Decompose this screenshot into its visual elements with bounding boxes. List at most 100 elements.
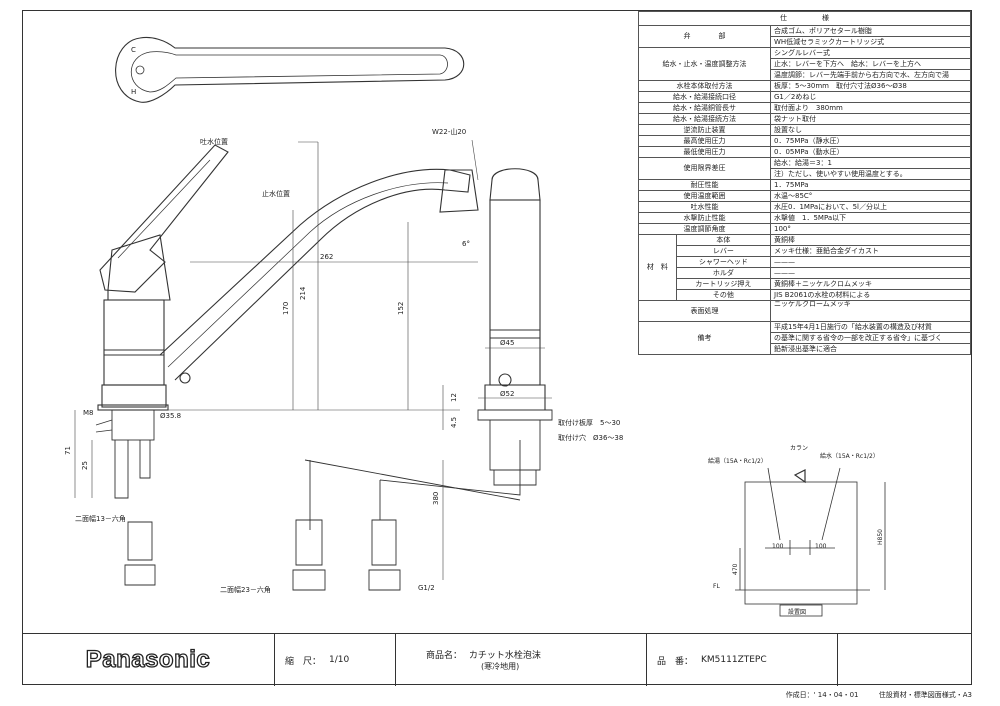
spec-row: 水栓本体取付方法板厚：5〜30mm 取付穴寸法Ø36〜Ø38 <box>638 80 971 92</box>
lever-c-label: C <box>131 46 136 54</box>
spec-label: 逆流防止装置 <box>638 124 771 136</box>
dim-6deg: 6° <box>462 240 470 248</box>
hole-label: 取付け穴 Ø36〜38 <box>558 433 623 442</box>
dim-h850: H850 <box>877 529 884 545</box>
dim-380: 380 <box>432 492 440 505</box>
material-part: レバー <box>675 245 772 257</box>
material-value: 黄銅棒 <box>770 234 971 246</box>
spec-label: 弁 部 <box>638 25 771 48</box>
product-cell: 商品名： カチット水栓泡沫 (寒冷地用) <box>396 634 647 686</box>
spec-header: 仕 様 <box>638 11 971 26</box>
dim-214: 214 <box>299 286 307 300</box>
surface-row: 表面処理ニッケルクロームメッキ <box>638 300 971 322</box>
spec-value: WH低減セラミックカートリッジ式 <box>770 36 971 48</box>
spec-row: 弁 部合成ゴム、ポリアセタール樹脂 <box>638 25 971 48</box>
product-name: カチット水栓泡沫 <box>468 651 541 661</box>
install-diagram: 給湯（15A・Rc1/2） 給水（15A・Rc1/2） カラン 100 100 … <box>708 445 886 617</box>
material-row: 材 料本体黄銅棒 <box>638 234 971 301</box>
material-value: JIS B2061の水栓の材料による <box>770 289 971 301</box>
supply-pipes <box>292 440 521 591</box>
logo-cell: Panasonic <box>22 634 275 686</box>
spec-value: 合成ゴム、ポリアセタール樹脂 <box>770 25 971 37</box>
spec-value: 温度調節：レバー先端手前から右方向で水、左方向で湯 <box>770 69 971 81</box>
material-value: メッキ仕様：亜鉛合金ダイカスト <box>770 245 971 257</box>
remarks-label: 備考 <box>638 321 771 355</box>
spec-value: 設置なし <box>770 124 971 136</box>
remarks-row: 鉛新浸出基準に適合 <box>639 343 971 355</box>
blank-cell <box>838 634 972 686</box>
drawing-frame <box>22 10 972 685</box>
hex23-label: 二面幅23－六角 <box>220 585 271 594</box>
spec-value: 止水：レバーを下方へ 給水：レバーを上方へ <box>770 58 971 70</box>
spec-label: 給水・給湯接続方法 <box>638 113 771 125</box>
spec-row: 吐水性能水圧0．1MPaにおいて、5l／分以上 <box>638 201 971 213</box>
remarks-row: 備考平成15年4月1日施行の「給水装置の構造及び材質 <box>638 321 971 355</box>
surface-label: 表面処理 <box>638 300 771 322</box>
hex13-label: 二面幅13－六角 <box>75 514 126 523</box>
spout-position-label: 吐水位置 <box>200 137 228 146</box>
remarks-value: 鉛新浸出基準に適合 <box>770 343 971 355</box>
faucet-label: カラン <box>790 445 808 452</box>
dim-45b: 4.5 <box>450 417 458 428</box>
spec-value: 1．75MPa <box>770 179 971 191</box>
spec-row: 使用温度範囲水温〜85C° <box>638 190 971 202</box>
dim-100-right: 100 <box>815 543 827 550</box>
cold-supply-label: 給水（15A・Rc1/2） <box>820 452 879 460</box>
material-row: シャワーヘッド——— <box>639 256 971 268</box>
fl-label: FL <box>713 583 720 590</box>
spec-label: 温度調節角度 <box>638 223 771 235</box>
material-part: その他 <box>675 289 772 301</box>
title-block: Panasonic 縮 尺： 1/10 商品名： カチット水栓泡沫 (寒冷地用)… <box>22 633 972 686</box>
spec-row: 給水・給湯銅管長サ取付面より 380mm <box>638 102 971 114</box>
footer: 作成日：' 14・04・01 住設資材・標準図面様式・A3 <box>786 690 972 700</box>
spec-value: 板厚：5〜30mm 取付穴寸法Ø36〜Ø38 <box>770 80 971 92</box>
spec-value: 袋ナット取付 <box>770 113 971 125</box>
footer-date: 作成日：' 14・04・01 <box>785 691 859 699</box>
dim-71: 71 <box>64 446 72 455</box>
dim-100-left: 100 <box>772 543 784 550</box>
spec-label: 最高使用圧力 <box>638 135 771 147</box>
spec-row: 逆流防止装置設置なし <box>638 124 971 136</box>
dim-170: 170 <box>282 302 290 315</box>
spec-row: 使用限界差圧給水：給湯＝3：1 <box>638 157 971 180</box>
material-part: ホルダ <box>675 267 772 279</box>
spec-value: 給水：給湯＝3：1 <box>770 157 971 169</box>
product-label: 商品名： <box>426 651 463 661</box>
spec-value: 100° <box>770 223 971 235</box>
dim-152: 152 <box>397 302 405 315</box>
spec-label: 使用限界差圧 <box>638 157 771 180</box>
model-cell: 品 番： KM5111ZTEPC <box>647 634 838 686</box>
spec-row: 給水・給湯接続方法袋ナット取付 <box>638 113 971 125</box>
footer-doc: 住設資材・標準図面様式・A3 <box>878 691 972 699</box>
dim-358: Ø35.8 <box>160 412 181 420</box>
surface-value: ニッケルクロームメッキ <box>770 300 971 322</box>
material-part: シャワーヘッド <box>675 256 772 268</box>
faucet-front-view <box>477 168 553 486</box>
material-value: ——— <box>770 267 971 279</box>
dim-w22: W22-山20 <box>432 127 466 136</box>
spec-label: 最低使用圧力 <box>638 146 771 158</box>
spec-value: 注）ただし、使いやすい使用温度とする。 <box>770 168 971 180</box>
spec-value: G1／2めねじ <box>770 91 971 103</box>
spec-header-row: 仕 様 <box>638 11 971 26</box>
spec-value: 0．05MPa（動水圧） <box>770 146 971 158</box>
scale-cell: 縮 尺： 1/10 <box>275 634 396 686</box>
install-caption: 設置図 <box>788 608 806 616</box>
dim-45: Ø45 <box>500 339 514 347</box>
material-label: 材 料 <box>638 234 677 301</box>
spec-label: 給水・給湯銅管長サ <box>638 102 771 114</box>
spec-row: 給水・止水・温度調整方法シングルレバー式 <box>638 47 971 81</box>
spec-value: 水撃値 1．5MPa以下 <box>770 212 971 224</box>
lever-h-label: H <box>131 88 136 96</box>
spec-value: 水圧0．1MPaにおいて、5l／分以上 <box>770 201 971 213</box>
material-value: ——— <box>770 256 971 268</box>
panasonic-logo: Panasonic <box>85 645 211 673</box>
dim-262: 262 <box>320 253 333 261</box>
